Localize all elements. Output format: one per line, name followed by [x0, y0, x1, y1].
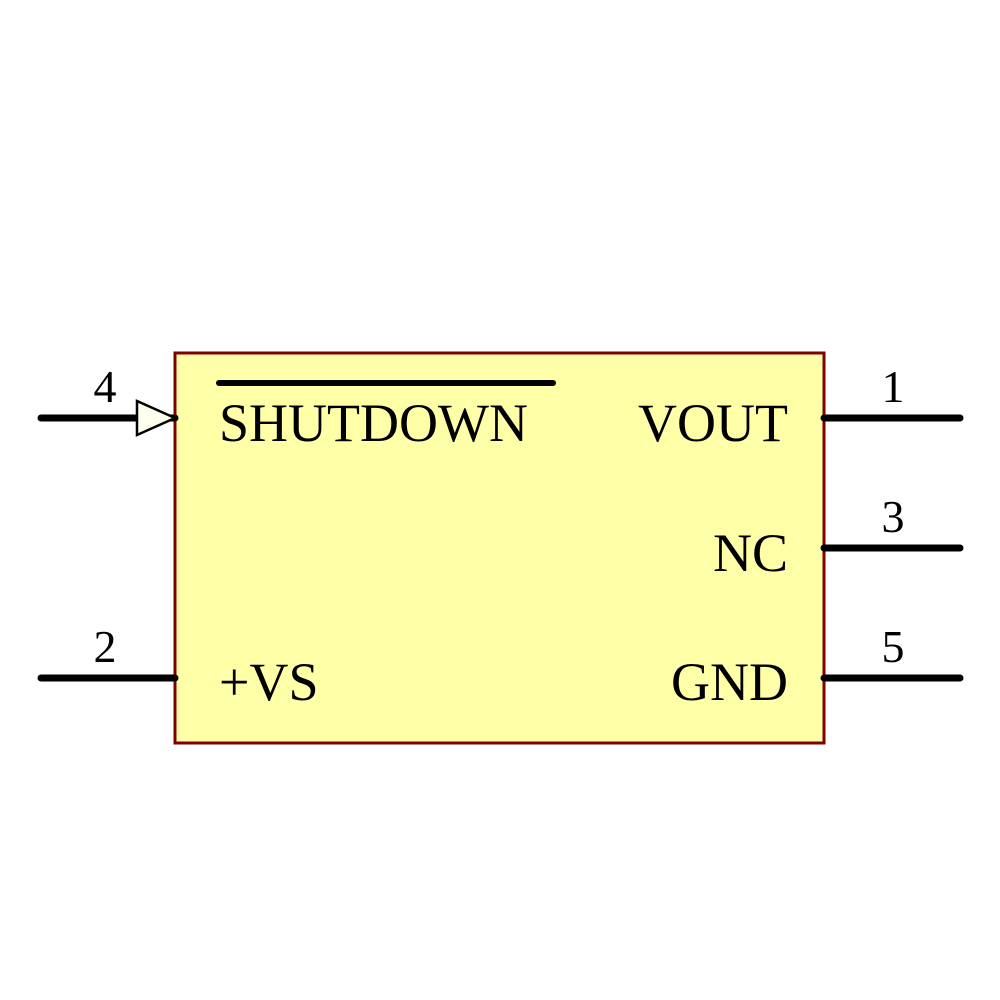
pin-markers: [135, 399, 179, 437]
pin-labels: SHUTDOWN +VS VOUT NC GND: [219, 393, 788, 712]
pin-label-gnd: GND: [671, 652, 788, 712]
pin-label-shutdown: SHUTDOWN: [219, 393, 528, 453]
pin-label-vs: +VS: [219, 652, 318, 712]
pin-number-5: 5: [882, 621, 905, 672]
pin-label-vout: VOUT: [638, 393, 788, 453]
pin-number-2: 2: [94, 621, 117, 672]
pin-label-nc: NC: [713, 523, 788, 583]
pin-number-1: 1: [882, 361, 905, 412]
input-arrow-icon: [135, 399, 179, 437]
ic-body[interactable]: [173, 351, 826, 745]
pin-numbers: 4 2 1 3 5: [94, 361, 905, 672]
pin-number-4: 4: [94, 361, 117, 412]
pin-number-3: 3: [882, 491, 905, 542]
